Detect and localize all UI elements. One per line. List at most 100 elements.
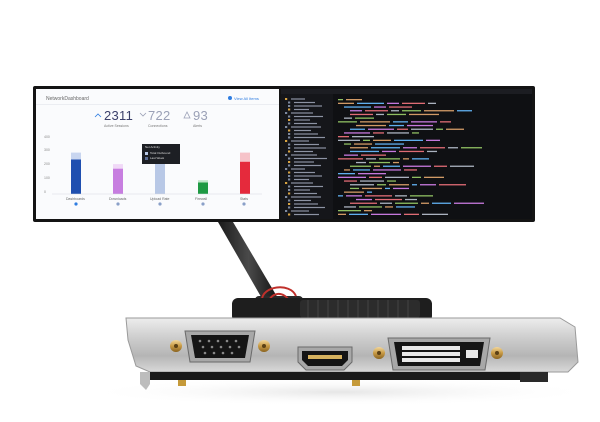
code-token [344, 191, 364, 193]
code-token [403, 165, 431, 167]
code-token [393, 161, 399, 164]
tree-item-icon [285, 140, 288, 142]
metric-value-sessions: 2311 [104, 108, 134, 123]
tree-item-label [291, 168, 305, 170]
code-token [350, 184, 374, 186]
code-token [368, 128, 394, 130]
tooltip-line-2: Last Week [150, 156, 165, 160]
bar-3[interactable] [198, 182, 208, 195]
code-token [389, 184, 409, 186]
bar-1[interactable] [113, 168, 123, 194]
x-label-1: Downloads [109, 197, 127, 201]
editor-file-tree [281, 94, 333, 219]
tree-item-icon [285, 182, 288, 184]
code-token [350, 147, 368, 149]
tree-item-icon [285, 210, 288, 212]
code-token [424, 110, 454, 112]
tree-item-icon [288, 192, 291, 195]
bar-0[interactable] [71, 159, 81, 195]
code-token [412, 132, 419, 134]
footer-icon-3 [158, 202, 162, 206]
code-token [403, 147, 417, 149]
code-token [421, 202, 429, 204]
code-token [338, 173, 355, 175]
metric-label-alerts: Alerts [193, 124, 202, 128]
code-token [432, 202, 451, 204]
trend-up-icon [94, 113, 102, 118]
trend-down-icon [139, 112, 147, 117]
code-token [428, 102, 436, 104]
tree-item-icon [288, 129, 291, 132]
tree-item-label [291, 140, 309, 142]
code-token [420, 184, 436, 186]
tree-item-icon [285, 196, 288, 198]
tree-item-label [294, 206, 325, 209]
code-token [369, 176, 382, 178]
tree-item-label [294, 171, 315, 174]
code-token [371, 147, 400, 149]
code-token [355, 117, 374, 119]
tree-item-icon [288, 101, 291, 104]
graphics-card-heatsink [232, 298, 432, 322]
tree-item-icon [288, 171, 291, 174]
tree-item-icon [288, 185, 291, 188]
code-token [374, 106, 386, 108]
code-token [399, 150, 424, 153]
tree-item-icon [288, 115, 291, 118]
code-token [346, 99, 362, 101]
hdmi-port[interactable] [297, 346, 353, 371]
tree-item-icon [288, 136, 291, 139]
y-tick-400: 400 [44, 135, 50, 139]
code-token [403, 158, 409, 160]
code-token [405, 198, 417, 201]
code-token [344, 180, 357, 182]
y-tick-300: 300 [44, 148, 50, 152]
code-token [434, 165, 447, 167]
code-token [389, 124, 404, 127]
tree-item-icon [288, 133, 291, 135]
code-token [338, 213, 346, 215]
code-token [371, 213, 401, 215]
code-token [393, 187, 409, 190]
footer-icon-5 [242, 202, 246, 206]
metric-label-sessions: Active Sessions [104, 124, 129, 128]
tree-item-label [291, 154, 317, 156]
tree-item-icon [288, 157, 291, 160]
code-token [424, 176, 444, 178]
code-token [338, 121, 357, 123]
tree-item-label [294, 164, 321, 167]
tree-item-label [294, 119, 310, 121]
tree-item-label [294, 101, 315, 104]
code-token [385, 187, 390, 190]
dvi-port[interactable] [373, 337, 503, 371]
tree-item-label [294, 122, 317, 125]
code-token [374, 165, 380, 167]
tree-item-label [294, 161, 314, 163]
tree-item-icon [288, 122, 291, 125]
tree-item-label [294, 147, 326, 149]
floor-shadow [80, 378, 600, 406]
code-token [382, 150, 396, 153]
editor-title-bar [281, 89, 532, 94]
code-token [373, 132, 384, 134]
footer-icon-4 [201, 202, 205, 206]
tree-item-icon [288, 143, 291, 146]
tooltip-title: Net Activity [145, 145, 160, 149]
tree-item-icon [288, 189, 291, 191]
bar-2[interactable] [155, 161, 165, 194]
bar-4[interactable] [240, 161, 250, 194]
code-token [420, 147, 445, 149]
tree-item-label [294, 105, 322, 107]
code-token [461, 147, 482, 149]
tree-item-label [294, 199, 311, 202]
code-token [373, 169, 401, 171]
code-token [387, 102, 399, 104]
code-token [356, 124, 386, 127]
code-token [362, 187, 382, 190]
code-token [440, 121, 451, 123]
tree-item-icon [285, 154, 288, 156]
tree-item-icon [288, 199, 291, 202]
view-all-link[interactable]: View All Items [234, 96, 259, 101]
vga-port[interactable] [170, 330, 270, 363]
code-token [394, 139, 423, 141]
